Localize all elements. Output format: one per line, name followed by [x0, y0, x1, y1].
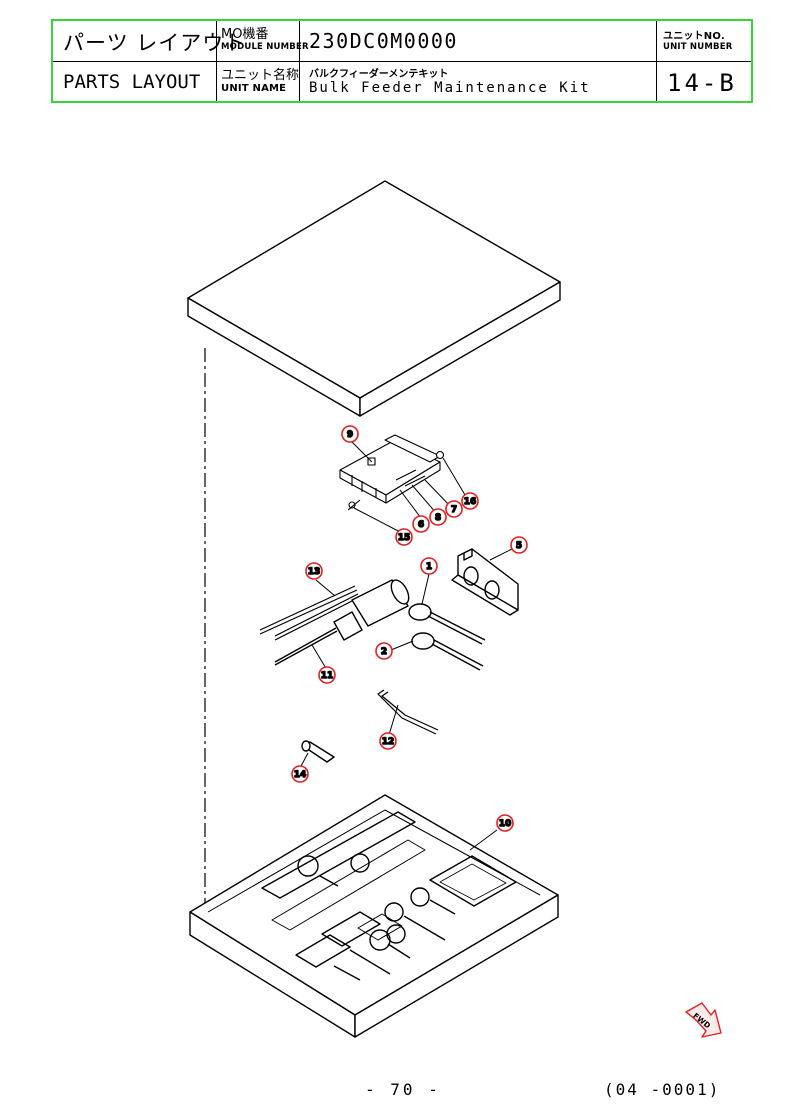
module-label-jp: MO機番 [221, 27, 269, 42]
probe-1 [408, 603, 486, 645]
callout-label: 10 [499, 819, 512, 829]
unit-no-label-jp: ユニットNO. [663, 31, 725, 42]
page-number: - 70 - [365, 1080, 441, 1099]
callout-2: 2 [375, 642, 393, 660]
callout-7: 7 [445, 500, 463, 518]
callout-label: 6 [418, 520, 424, 530]
callout-13: 13 [305, 562, 323, 580]
fwd-arrow-icon: FWD [685, 1002, 722, 1038]
callout-label: 8 [435, 513, 441, 523]
callout-label: 16 [464, 497, 477, 507]
callout-label: 7 [451, 505, 457, 515]
case-lid [187, 180, 561, 417]
unit-no-label-en: UNIT NUMBER [663, 42, 733, 52]
pin [301, 740, 335, 763]
unit-name-en: Bulk Feeder Maintenance Kit [309, 80, 591, 96]
screwdriver [274, 579, 410, 666]
callout-14: 14 [291, 765, 309, 783]
callout-11: 11 [318, 666, 336, 684]
tray-body [189, 794, 559, 1038]
module-number: 230DC0M0000 [309, 29, 458, 53]
callout-label: 14 [294, 770, 307, 780]
callout-8: 8 [429, 508, 447, 526]
title-jp: パーツ レイアウト [63, 31, 247, 55]
callout-9: 9 [341, 425, 359, 443]
module-label-en: MODULE NUMBER [221, 42, 309, 52]
callout-16: 16 [461, 492, 479, 510]
title-en: PARTS LAYOUT [63, 71, 201, 93]
callout-label: 15 [398, 533, 411, 543]
unit-name-label-en: UNIT NAME [221, 83, 287, 94]
callout-label: 12 [382, 737, 395, 747]
leader-lines [299, 440, 513, 851]
callout-10: 10 [496, 814, 514, 832]
callout-label: 13 [308, 567, 321, 577]
callout-label: 5 [516, 541, 522, 551]
callout-15: 15 [395, 528, 413, 546]
callout-label: 11 [321, 671, 334, 681]
callout-label: 2 [381, 647, 387, 657]
callout-1: 1 [420, 557, 438, 575]
callout-5: 5 [510, 536, 528, 554]
unit-name-jp: バルクフィーダーメンテキット [309, 69, 449, 80]
tweezers [259, 585, 359, 641]
feeder-mechanism [339, 434, 445, 511]
title-block: パーツ レイアウト PARTS LAYOUT MO機番 MODULE NUMBE… [51, 19, 753, 103]
callout-label: 1 [426, 562, 432, 572]
unit-name-label-jp: ユニット名称 [221, 68, 300, 83]
bracket [451, 548, 519, 616]
callout-label: 9 [347, 430, 353, 440]
callout-6: 6 [412, 515, 430, 533]
hex-key [377, 689, 439, 735]
unit-number: 14-B [667, 69, 737, 97]
revision-code: (04 -0001) [604, 1080, 721, 1099]
callout-12: 12 [379, 732, 397, 750]
